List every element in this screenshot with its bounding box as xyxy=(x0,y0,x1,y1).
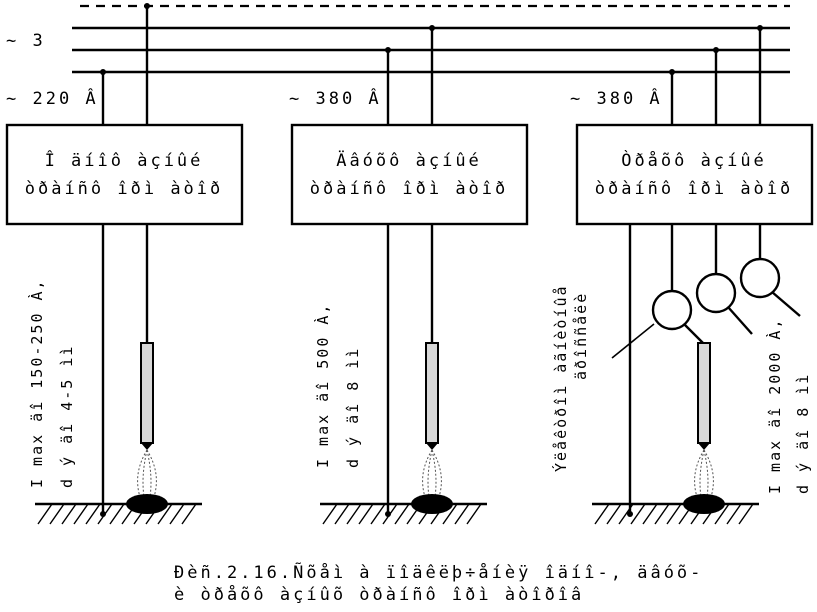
ground-2 xyxy=(322,503,482,525)
voltage-label-380-b: ~ 380 Â xyxy=(570,87,663,109)
electrode-tip-3 xyxy=(698,443,710,450)
transformer-1-line2: òðàíñô îðì àòîð xyxy=(25,179,224,199)
transformer-2-line2: òðàíñô îðì àòîð xyxy=(310,179,509,199)
ground-3 xyxy=(594,503,754,525)
unit2-output xyxy=(320,224,487,525)
unit3-electrode-label: d ý äî 8 ìì xyxy=(794,373,812,494)
arc-1 xyxy=(137,449,157,498)
arc-2 xyxy=(422,449,442,498)
transformer-single-phase: Î äíîô àçíûé òðàíñô îðì àòîð xyxy=(5,123,244,226)
three-phase-label: ~ 3 xyxy=(6,31,46,51)
voltage-label-220: ~ 220 Â xyxy=(6,87,99,109)
figure-caption-line1: Ðèñ.2.16.Ñõåì à ïîäêëþ÷åíèÿ îäíî-, äâóõ- xyxy=(174,561,703,583)
inductor-coil-1 xyxy=(651,289,693,331)
electrode-holder-1 xyxy=(140,342,154,444)
transformer-3-line1: Òðåõô àçíûé xyxy=(621,149,767,171)
inductor-label-line1: Ýëåêòðîì àãíèòíûå xyxy=(551,284,570,472)
arc-3 xyxy=(694,449,714,498)
transformer-two-phase: Äâóõô àçíûé òðàíñô îðì àòîð xyxy=(290,123,529,226)
unit1-output xyxy=(35,224,202,525)
electrode-tip-2 xyxy=(426,443,438,450)
unit3-output xyxy=(592,224,801,525)
unit2-electrode-label: d ý äî 8 ìì xyxy=(344,347,362,468)
figure-caption-line2: è òðåõô àçíûõ òðàíñô îðì àòîðîâ xyxy=(174,584,584,605)
unit3-imax-label: I max äî 2000 À, xyxy=(765,318,784,495)
inductor-leader xyxy=(611,323,655,359)
unit2-imax-label: I max äî 500 À, xyxy=(313,303,332,468)
electrode-holder-2 xyxy=(425,342,439,444)
transformer-3-line2: òðàíñô îðì àòîð xyxy=(595,179,794,199)
transformer-three-phase: Òðåõô àçíûé òðàíñô îðì àòîð xyxy=(575,123,814,226)
electrode-holder-3 xyxy=(697,342,711,444)
inductor-coil-2 xyxy=(695,272,737,314)
electrode-tip-1 xyxy=(141,443,153,450)
transformer-2-line1: Äâóõô àçíûé xyxy=(336,150,482,171)
unit1-electrode-label: d ý äî 4-5 ìì xyxy=(58,345,76,488)
transformer-1-line1: Î äíîô àçíûé xyxy=(45,149,204,171)
voltage-label-380-a: ~ 380 Â xyxy=(289,87,382,109)
supply-connections xyxy=(100,3,763,125)
ground-1 xyxy=(37,503,197,525)
inductor-label-line2: äðîññåëè xyxy=(572,292,590,380)
inductor-coil-3 xyxy=(739,257,781,299)
unit1-imax-label: I max äî 150-250 À, xyxy=(27,278,46,488)
